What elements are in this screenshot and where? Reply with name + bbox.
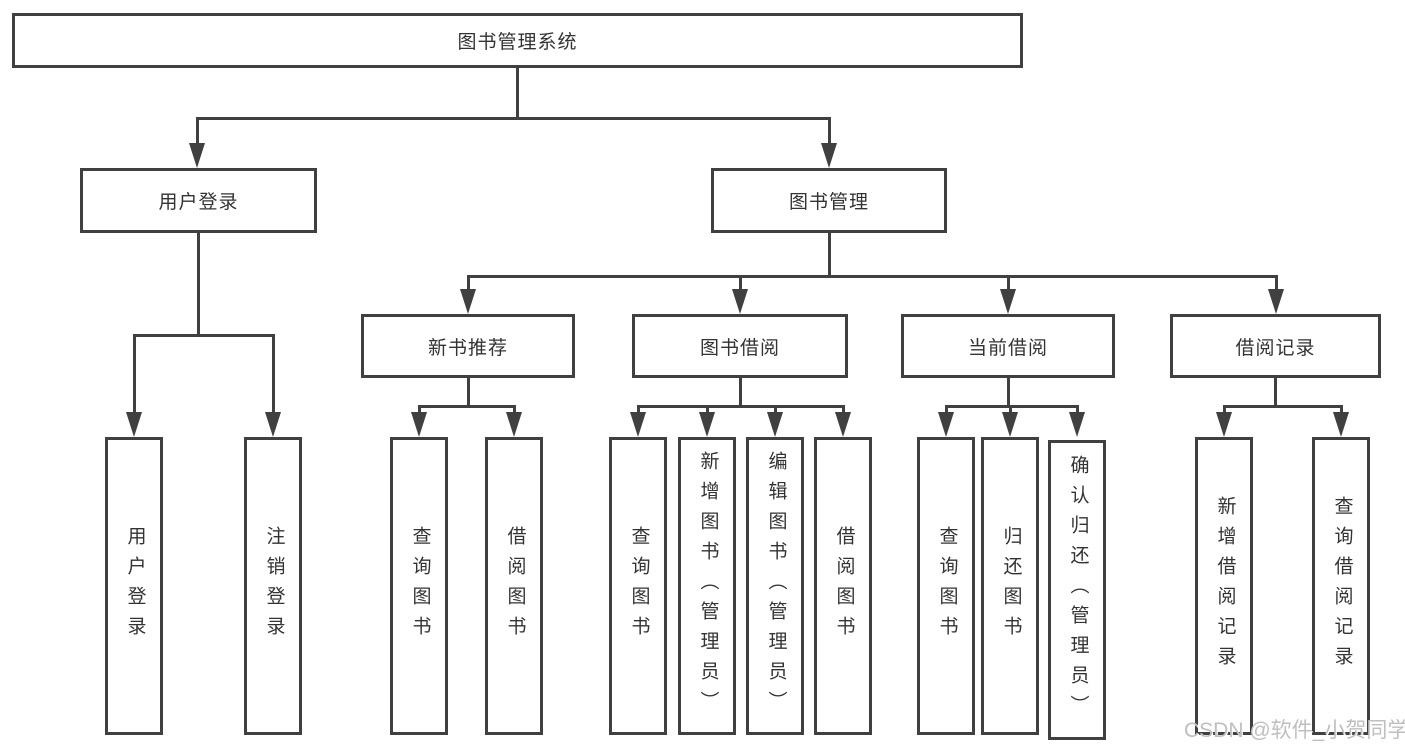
arrow-down-icon [1000, 289, 1016, 314]
connector-drop [133, 334, 136, 416]
arrow-down-icon [732, 289, 748, 314]
connector-stem [739, 376, 742, 407]
connector-drop [1275, 275, 1278, 293]
arrow-down-icon [835, 412, 851, 437]
node-user-login: 用户登录 [80, 168, 317, 233]
node-label: 确认归还（管理员） [1067, 455, 1089, 725]
node-label: 用户登录 [124, 526, 146, 646]
node-label: 注销登录 [263, 526, 285, 646]
node-logout: 注销登录 [244, 437, 302, 735]
connector-drop [1076, 405, 1079, 415]
arrow-down-icon [699, 412, 715, 437]
connector-stem [1274, 376, 1277, 407]
connector-user-login-stem [197, 231, 200, 336]
connector-rail [418, 405, 516, 408]
node-borrow-books-recommend: 借阅图书 [485, 437, 543, 735]
arrow-down-icon [189, 143, 205, 168]
connector-drop [1223, 405, 1226, 415]
connector-root-rail [196, 117, 831, 120]
arrow-down-icon [265, 412, 281, 437]
connector-user-login-rail [133, 334, 275, 337]
node-book-management: 图书管理 [711, 168, 947, 233]
connector-drop [1007, 275, 1010, 293]
arrow-down-icon [1333, 412, 1349, 437]
connector-drop [196, 117, 199, 147]
arrow-down-icon [126, 412, 142, 437]
node-label: 图书管理 [788, 192, 869, 213]
node-label: 借阅图书 [833, 526, 855, 646]
connector-book-mgmt-stem [828, 231, 831, 277]
connector-rail [1223, 405, 1343, 408]
connector-root-stem [516, 67, 519, 118]
connector-drop [774, 405, 777, 415]
node-label: 新增借阅记录 [1214, 496, 1236, 676]
arrow-down-icon [938, 412, 954, 437]
arrow-down-icon [460, 289, 476, 314]
node-borrow-books-borrowing: 借阅图书 [814, 437, 872, 735]
node-library-management-system: 图书管理系统 [12, 13, 1023, 68]
node-query-books-current: 查询图书 [917, 437, 975, 735]
arrow-down-icon [1002, 412, 1018, 437]
arrow-down-icon [630, 412, 646, 437]
node-return-books: 归还图书 [981, 437, 1039, 735]
arrow-down-icon [1069, 412, 1085, 437]
node-add-books-admin: 新增图书（管理员） [678, 437, 736, 735]
connector-drop [945, 405, 948, 415]
node-label: 编辑图书（管理员） [765, 451, 787, 721]
node-query-borrowing-record: 查询借阅记录 [1312, 437, 1370, 735]
node-label: 新书推荐 [427, 337, 508, 359]
node-label: 借阅记录 [1235, 337, 1316, 359]
node-label: 查询借阅记录 [1331, 496, 1353, 676]
connector-drop [739, 275, 742, 293]
connector-rail [945, 405, 1079, 408]
connector-drop [418, 405, 421, 415]
node-query-books-recommend: 查询图书 [390, 437, 448, 735]
arrow-down-icon [821, 143, 837, 168]
connector-stem [467, 376, 470, 407]
connector-drop [1340, 405, 1343, 415]
connector-stem [1007, 376, 1010, 407]
connector-drop [842, 405, 845, 415]
connector-drop [513, 405, 516, 415]
connector-book-mgmt-rail [467, 275, 1278, 278]
node-label: 查询图书 [936, 526, 958, 646]
connector-rail [637, 405, 845, 408]
node-label: 归还图书 [1000, 526, 1022, 646]
connector-drop [706, 405, 709, 415]
arrow-down-icon [411, 412, 427, 437]
node-book-borrowing: 图书借阅 [632, 314, 848, 378]
connector-drop [467, 275, 470, 293]
node-current-borrowing: 当前借阅 [901, 314, 1115, 378]
node-edit-books-admin: 编辑图书（管理员） [746, 437, 804, 735]
csdn-watermark: CSDN @软件_小贺同学 [1184, 719, 1405, 742]
node-add-borrowing-record: 新增借阅记录 [1195, 437, 1253, 735]
node-label: 查询图书 [628, 526, 650, 646]
node-query-books-borrowing: 查询图书 [609, 437, 667, 735]
arrow-down-icon [1268, 289, 1284, 314]
connector-drop [1009, 405, 1012, 415]
node-user-login-leaf: 用户登录 [105, 437, 163, 735]
arrow-down-icon [1216, 412, 1232, 437]
arrow-down-icon [767, 412, 783, 437]
node-label: 新增图书（管理员） [697, 451, 719, 721]
node-label: 借阅图书 [504, 526, 526, 646]
connector-drop [637, 405, 640, 415]
connector-drop [272, 334, 275, 416]
node-label: 图书管理系统 [457, 32, 578, 53]
node-confirm-return-admin: 确认归还（管理员） [1048, 440, 1106, 740]
node-label: 当前借阅 [967, 337, 1048, 359]
node-new-book-recommendation: 新书推荐 [361, 314, 575, 378]
connector-drop [828, 117, 831, 147]
node-borrowing-records: 借阅记录 [1170, 314, 1381, 378]
node-label: 查询图书 [409, 526, 431, 646]
node-label: 用户登录 [158, 192, 239, 213]
arrow-down-icon [506, 412, 522, 437]
node-label: 图书借阅 [699, 337, 780, 359]
